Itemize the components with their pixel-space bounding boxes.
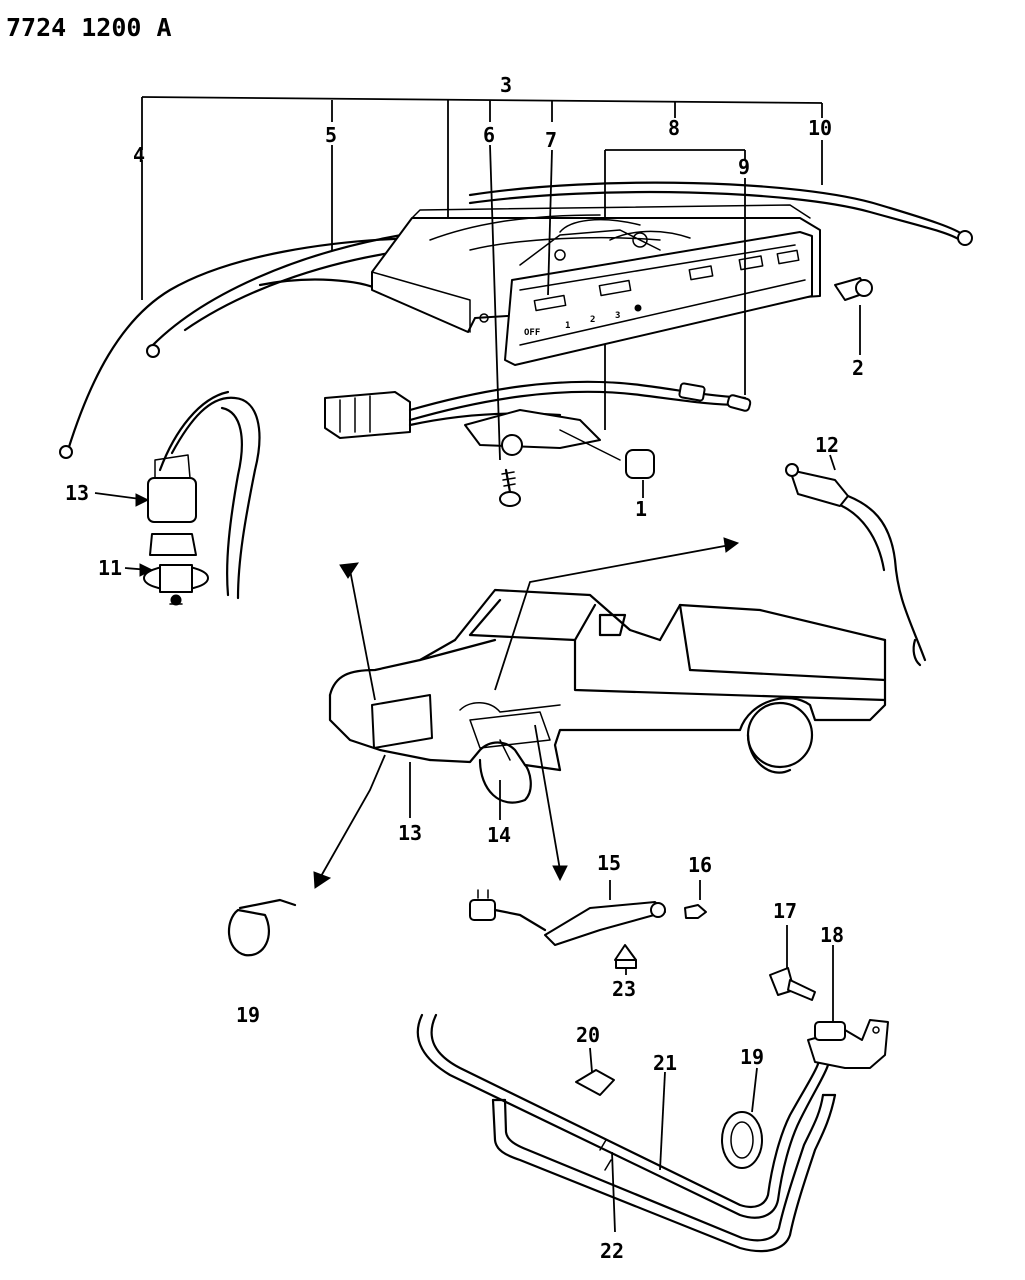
clamp-19-left (227, 898, 297, 957)
diagram-code: 7724 1200 A (6, 13, 172, 42)
callout-leaders (94, 140, 861, 1233)
panel-label-2: 2 (590, 315, 595, 325)
heater-control-assembly: OFF 1 2 3 (371, 204, 821, 366)
callout-10: 10 (808, 116, 832, 140)
hose-21-22 (416, 1013, 837, 1253)
wiring-harness (324, 380, 752, 479)
callout-18: 18 (820, 923, 844, 947)
callout-9: 9 (738, 155, 750, 179)
clip-23 (614, 944, 637, 969)
callout-11: 11 (98, 556, 122, 580)
truck-illustration (313, 537, 887, 889)
panel-label-3: 3 (615, 311, 620, 321)
callout-12: 12 (815, 433, 839, 457)
callout-8: 8 (668, 116, 680, 140)
callout-17: 17 (773, 899, 797, 923)
bolt-16 (684, 904, 707, 919)
callout-7: 7 (545, 128, 557, 152)
callout-1: 1 (635, 497, 647, 521)
callout-5: 5 (325, 123, 337, 147)
callout-6: 6 (483, 123, 495, 147)
callout-13-bottom: 13 (398, 821, 422, 845)
cable-15 (469, 889, 666, 946)
callout-20: 20 (576, 1023, 600, 1047)
vacuum-switch-assembly (143, 390, 261, 606)
panel-label-1: 1 (565, 321, 570, 331)
clip-20 (575, 1069, 615, 1096)
callout-19-left: 19 (236, 1003, 260, 1027)
callout-2: 2 (852, 356, 864, 380)
control-cable-4 (59, 226, 472, 459)
screw-2 (834, 277, 873, 301)
callout-15: 15 (597, 851, 621, 875)
clamp-19-right (721, 1111, 763, 1169)
valve-18 (807, 1019, 889, 1069)
control-cable-10 (468, 181, 973, 246)
sensor-12 (785, 463, 927, 667)
callout-14: 14 (487, 823, 511, 847)
callout-23: 23 (612, 977, 636, 1001)
panel-label-off: OFF (524, 328, 540, 338)
callout-3-bracket (141, 96, 823, 430)
callout-13-top: 13 (65, 481, 89, 505)
callout-3: 3 (500, 73, 512, 97)
screw-6 (499, 468, 521, 507)
callout-19-right: 19 (740, 1045, 764, 1069)
bolt-17 (769, 967, 816, 1001)
callout-4: 4 (133, 143, 145, 167)
callout-21: 21 (653, 1051, 677, 1075)
callout-16: 16 (688, 853, 712, 877)
callout-22: 22 (600, 1239, 624, 1263)
callout-numbers: 3 4 5 6 7 8 9 10 2 1 12 13 11 13 14 15 1… (65, 73, 864, 1263)
